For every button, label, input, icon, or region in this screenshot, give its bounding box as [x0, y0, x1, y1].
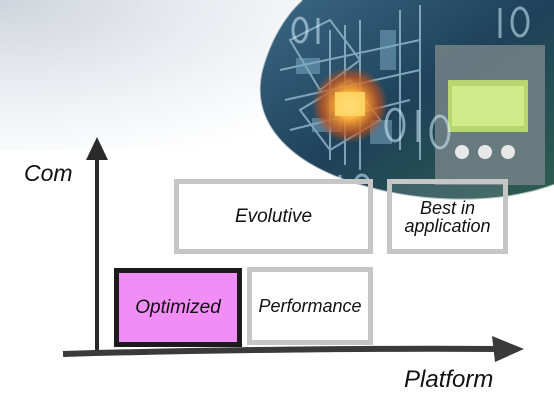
- optimized-label: Optimized: [135, 297, 221, 318]
- performance-label: Performance: [258, 296, 362, 316]
- evolutive-label: Evolutive: [234, 206, 313, 227]
- y-axis-label: Com: [24, 160, 73, 186]
- best-in-application-box: Best in application: [387, 179, 508, 254]
- optimized-box: Optimized: [114, 268, 242, 347]
- x-axis-label: Platform: [404, 366, 494, 393]
- evolutive-box: Evolutive: [174, 179, 373, 254]
- performance-box: Performance: [247, 267, 373, 345]
- axes: [62, 137, 524, 362]
- best-in-application-label: Best in application: [404, 197, 491, 236]
